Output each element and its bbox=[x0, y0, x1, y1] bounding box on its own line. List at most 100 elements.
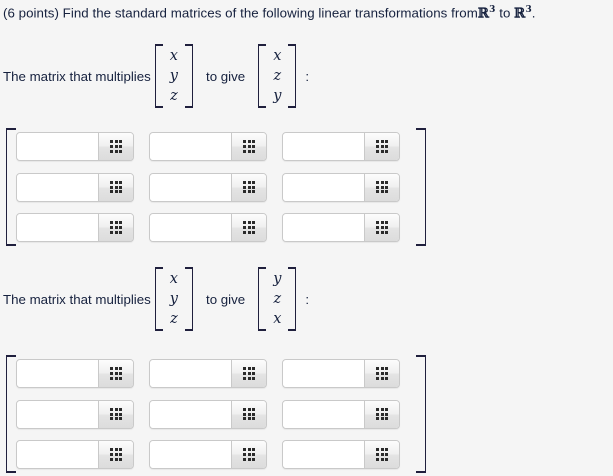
math-keypad-button-r3c2[interactable] bbox=[231, 441, 266, 468]
matrix-cell-r2c1[interactable] bbox=[16, 399, 134, 429]
math-keypad-button-r2c1[interactable] bbox=[98, 400, 133, 428]
matrix-input-r3c3[interactable] bbox=[283, 214, 364, 241]
part-1-answer-matrix bbox=[6, 128, 426, 246]
matrix-row-2 bbox=[16, 172, 416, 202]
vector-entry-2: z bbox=[273, 67, 282, 84]
matrix-cell-r3c3[interactable] bbox=[282, 440, 400, 469]
math-keypad-icon bbox=[242, 407, 256, 421]
prompt-lead-text: (6 points) Find the standard matrices of… bbox=[3, 5, 478, 21]
matrix-cell-r2c3[interactable] bbox=[282, 399, 400, 429]
vector-entry-1: x bbox=[169, 47, 178, 64]
matrix-input-r2c3[interactable] bbox=[283, 400, 364, 428]
matrix-cell-r2c3[interactable] bbox=[282, 172, 400, 202]
math-keypad-button-r1c2[interactable] bbox=[231, 360, 266, 387]
math-keypad-icon bbox=[109, 221, 123, 234]
matrix-cell-r3c2[interactable] bbox=[149, 440, 267, 469]
math-keypad-icon bbox=[242, 221, 256, 234]
vector-entries: x y z bbox=[163, 44, 185, 108]
math-keypad-button-r3c3[interactable] bbox=[364, 441, 399, 468]
math-keypad-icon bbox=[109, 407, 123, 421]
matrix-cell-r2c2[interactable] bbox=[149, 172, 267, 202]
matrix-cell-r3c2[interactable] bbox=[149, 213, 267, 242]
math-keypad-button-r1c2[interactable] bbox=[231, 133, 266, 160]
math-keypad-icon bbox=[375, 367, 389, 380]
prompt-connector: to bbox=[499, 5, 511, 21]
matrix-row-1 bbox=[16, 359, 416, 388]
math-keypad-button-r1c3[interactable] bbox=[364, 360, 399, 387]
matrix-cell-r2c1[interactable] bbox=[16, 172, 134, 202]
vector-entry-1: x bbox=[273, 47, 282, 64]
math-keypad-button-r1c1[interactable] bbox=[98, 133, 133, 160]
matrix-row-3 bbox=[16, 213, 416, 242]
matrix-input-r1c2[interactable] bbox=[150, 360, 231, 387]
part-2-statement: The matrix that multiplies x y z to give… bbox=[3, 267, 309, 331]
matrix-cell-r3c1[interactable] bbox=[16, 440, 134, 469]
bracket-right bbox=[288, 44, 297, 108]
matrix-input-r3c1[interactable] bbox=[17, 441, 98, 468]
matrix-cell-r1c3[interactable] bbox=[282, 359, 400, 388]
matrix-input-r1c1[interactable] bbox=[17, 133, 98, 160]
math-keypad-button-r2c1[interactable] bbox=[98, 173, 133, 201]
matrix-input-r2c3[interactable] bbox=[283, 173, 364, 201]
matrix-input-r1c3[interactable] bbox=[283, 133, 364, 160]
matrix-bracket-left bbox=[6, 355, 16, 473]
math-keypad-button-r3c2[interactable] bbox=[231, 214, 266, 241]
part-2-lead-text: The matrix that multiplies bbox=[3, 291, 151, 307]
matrix-cell-r3c1[interactable] bbox=[16, 213, 134, 242]
math-keypad-button-r3c3[interactable] bbox=[364, 214, 399, 241]
math-keypad-button-r2c3[interactable] bbox=[364, 173, 399, 201]
math-keypad-button-r1c1[interactable] bbox=[98, 360, 133, 387]
matrix-cell-r1c1[interactable] bbox=[16, 359, 134, 388]
part-1-statement: The matrix that multiplies x y z to give… bbox=[3, 44, 309, 108]
matrix-cell-r1c2[interactable] bbox=[149, 132, 267, 161]
math-keypad-button-r1c3[interactable] bbox=[364, 133, 399, 160]
matrix-cell-r1c1[interactable] bbox=[16, 132, 134, 161]
math-keypad-button-r2c2[interactable] bbox=[231, 173, 266, 201]
matrix-input-r3c1[interactable] bbox=[17, 214, 98, 241]
domain-symbol: ℝ bbox=[477, 5, 490, 22]
bracket-left bbox=[154, 267, 163, 331]
matrix-grid bbox=[16, 355, 416, 473]
matrix-cell-r1c3[interactable] bbox=[282, 132, 400, 161]
matrix-grid bbox=[16, 128, 416, 246]
matrix-input-r2c1[interactable] bbox=[17, 173, 98, 201]
math-keypad-icon bbox=[109, 367, 123, 380]
bracket-left bbox=[258, 267, 267, 331]
matrix-input-r2c2[interactable] bbox=[150, 400, 231, 428]
matrix-input-r1c3[interactable] bbox=[283, 360, 364, 387]
matrix-input-r2c2[interactable] bbox=[150, 173, 231, 201]
math-keypad-icon bbox=[242, 180, 256, 194]
part-2-to-give-text: to give bbox=[206, 291, 246, 307]
matrix-cell-r3c3[interactable] bbox=[282, 213, 400, 242]
matrix-input-r3c2[interactable] bbox=[150, 214, 231, 241]
math-keypad-button-r3c1[interactable] bbox=[98, 441, 133, 468]
math-keypad-icon bbox=[375, 407, 389, 421]
matrix-cell-r2c2[interactable] bbox=[149, 399, 267, 429]
matrix-cell-r1c2[interactable] bbox=[149, 359, 267, 388]
matrix-row-2 bbox=[16, 399, 416, 429]
math-keypad-icon bbox=[375, 448, 389, 461]
math-keypad-icon bbox=[375, 140, 389, 153]
math-keypad-icon bbox=[109, 448, 123, 461]
math-keypad-button-r3c1[interactable] bbox=[98, 214, 133, 241]
vector-entry-3: x bbox=[273, 310, 282, 327]
math-keypad-icon bbox=[242, 367, 256, 380]
math-keypad-button-r2c3[interactable] bbox=[364, 400, 399, 428]
vector-entry-2: y bbox=[169, 67, 178, 84]
matrix-input-r3c2[interactable] bbox=[150, 441, 231, 468]
matrix-input-r3c3[interactable] bbox=[283, 441, 364, 468]
matrix-bracket-left bbox=[6, 128, 16, 246]
vector-entries: x y z bbox=[163, 267, 185, 331]
matrix-row-3 bbox=[16, 440, 416, 469]
matrix-input-r2c1[interactable] bbox=[17, 400, 98, 428]
vector-entry-1: y bbox=[273, 270, 282, 287]
matrix-input-r1c1[interactable] bbox=[17, 360, 98, 387]
math-keypad-button-r2c2[interactable] bbox=[231, 400, 266, 428]
matrix-input-r1c2[interactable] bbox=[150, 133, 231, 160]
bracket-right bbox=[185, 267, 193, 331]
part-2-answer-matrix bbox=[6, 355, 426, 473]
matrix-row-1 bbox=[16, 132, 416, 161]
part-1-output-vector: x z y bbox=[258, 44, 297, 108]
vector-entry-3: y bbox=[273, 87, 282, 104]
domain-exponent: 3 bbox=[489, 5, 496, 15]
